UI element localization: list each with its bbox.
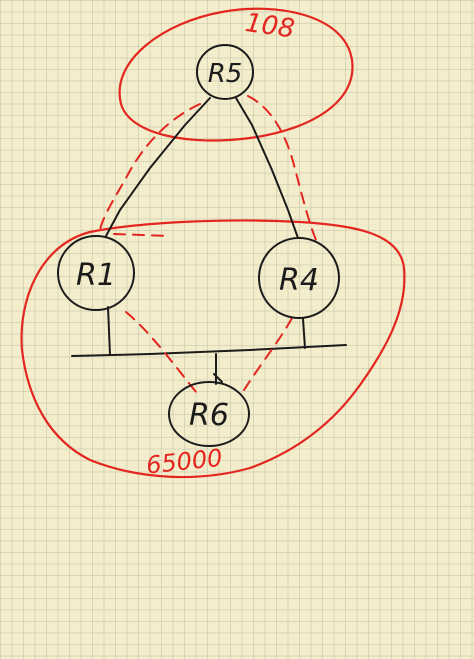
lan-segment bbox=[71, 344, 347, 357]
link-r1-lan bbox=[107, 306, 111, 356]
router-r1: R1 bbox=[57, 235, 135, 311]
router-r6: R6 bbox=[168, 381, 250, 447]
router-r1-circle bbox=[57, 235, 135, 311]
area-108-label: 108 bbox=[243, 8, 296, 45]
router-r5-label: R5 bbox=[208, 59, 243, 89]
router-r6-label: R6 bbox=[189, 398, 229, 433]
router-r4-label: R4 bbox=[279, 263, 319, 298]
router-r6-circle bbox=[168, 381, 250, 447]
link-r6-lan bbox=[213, 353, 223, 385]
area-65000-outline bbox=[20, 219, 406, 479]
link-r4-lan bbox=[302, 318, 306, 349]
link-r5-r1 bbox=[105, 97, 211, 237]
router-r4: R4 bbox=[258, 237, 340, 319]
area-65000-label: 65000 bbox=[145, 444, 224, 480]
area-108-outline bbox=[118, 7, 354, 142]
dashed-link-r5-r4 bbox=[247, 95, 317, 241]
router-r4-circle bbox=[258, 237, 340, 319]
dashed-link-r1-r6 bbox=[125, 311, 197, 393]
dashed-link-r4-r6 bbox=[243, 317, 293, 391]
router-r5: R5 bbox=[196, 44, 254, 100]
dashed-link-r5-r1 bbox=[99, 103, 201, 231]
router-r1-label: R1 bbox=[76, 258, 116, 293]
router-r5-circle bbox=[196, 44, 254, 100]
dashed-link-r1-r4-top bbox=[113, 233, 171, 237]
link-r5-r4 bbox=[235, 97, 299, 239]
